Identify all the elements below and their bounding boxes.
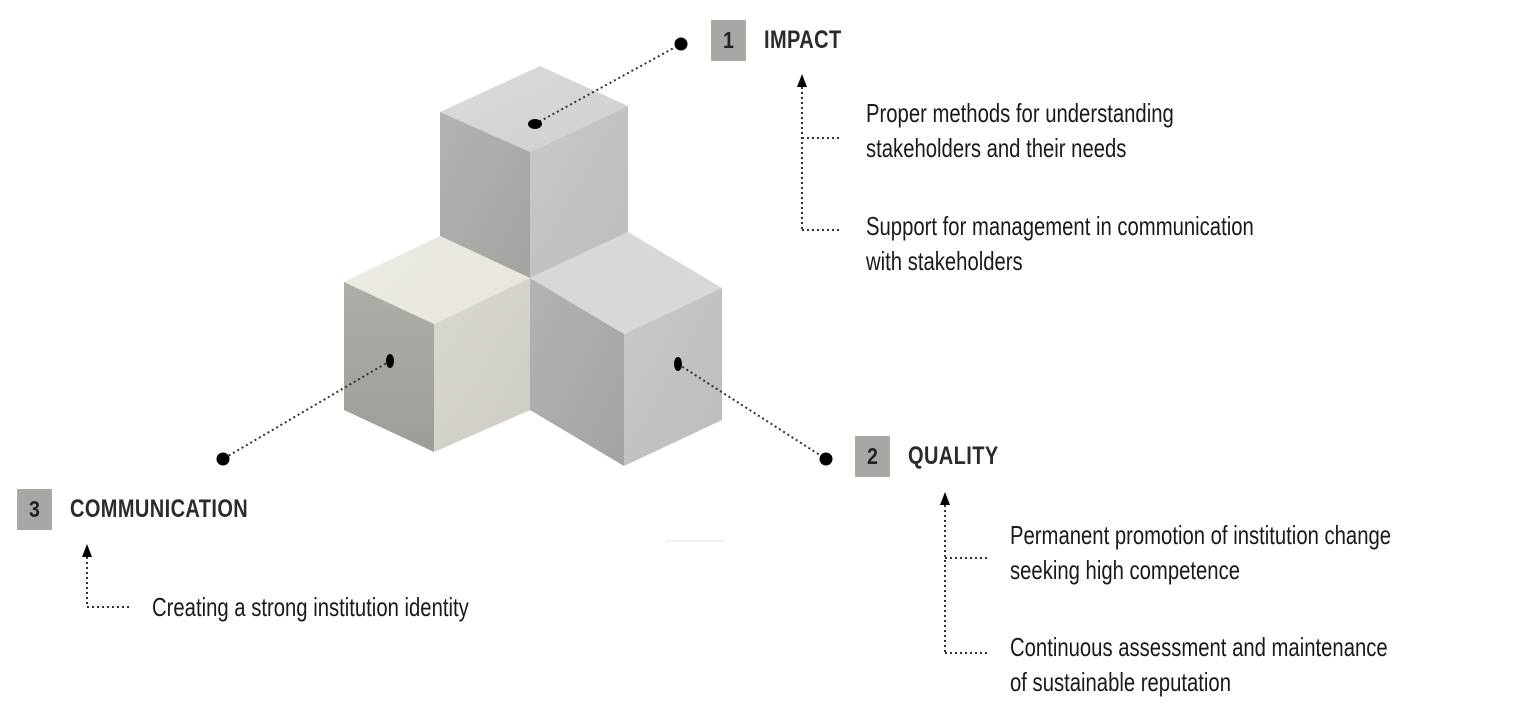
impact-item-1-line1: Proper methods for understanding — [866, 98, 1174, 128]
communication-number-badge: 3 — [17, 489, 52, 530]
quality-item-2: Continuous assessment and maintenance of… — [1010, 630, 1388, 700]
arrow-up-icon — [82, 544, 92, 557]
cube-left — [344, 236, 530, 452]
quality-item-1-line2: seeking high competence — [1010, 555, 1241, 585]
quality-bracket — [940, 492, 988, 654]
communication-item-1-line1: Creating a strong institution identity — [152, 592, 469, 622]
impact-item-1-line2: stakeholders and their needs — [866, 133, 1127, 163]
impact-item-2: Support for management in communication … — [866, 209, 1254, 279]
cube-top-top-face — [440, 66, 628, 152]
connector-quality — [674, 357, 833, 466]
impact-title: IMPACT — [764, 26, 842, 54]
communication-bracket — [82, 544, 129, 608]
dot — [386, 354, 394, 368]
impact-number-badge: 1 — [711, 20, 746, 61]
impact-item-2-line2: with stakeholders — [866, 246, 1023, 276]
quality-number-badge: 2 — [855, 436, 890, 477]
impact-label: 1 IMPACT — [708, 20, 861, 61]
communication-label: 3 COMMUNICATION — [14, 489, 293, 530]
cube-right-top-face — [530, 232, 722, 334]
impact-bracket — [797, 74, 842, 231]
quality-title: QUALITY — [908, 442, 999, 470]
quality-label: 2 QUALITY — [852, 436, 1021, 477]
cube-right-left-face — [530, 278, 624, 466]
cube-top-left-face — [440, 112, 530, 278]
quality-item-1-line1: Permanent promotion of institution chang… — [1010, 520, 1392, 550]
connector-impact — [528, 37, 688, 129]
cube-top-right-face — [530, 106, 628, 278]
dot — [674, 37, 688, 51]
connector-communication — [216, 354, 394, 466]
arrow-up-icon — [797, 74, 807, 87]
dot — [819, 452, 833, 466]
cube-right — [530, 232, 722, 466]
quality-item-2-line2: of sustainable reputation — [1010, 667, 1231, 697]
arrow-up-icon — [940, 492, 950, 505]
dot — [216, 452, 230, 466]
impact-item-2-line1: Support for management in communication — [866, 211, 1254, 241]
cube-left-highlight-face — [344, 236, 530, 452]
dot — [674, 357, 682, 371]
dot — [528, 119, 542, 129]
cube-top — [440, 66, 628, 278]
quality-item-2-line1: Continuous assessment and maintenance — [1010, 632, 1388, 662]
communication-title: COMMUNICATION — [70, 495, 249, 523]
impact-item-1: Proper methods for understanding stakeho… — [866, 96, 1174, 166]
communication-item-1: Creating a strong institution identity — [152, 590, 469, 625]
cube-right-right-face — [624, 288, 722, 466]
quality-item-1: Permanent promotion of institution chang… — [1010, 518, 1391, 588]
